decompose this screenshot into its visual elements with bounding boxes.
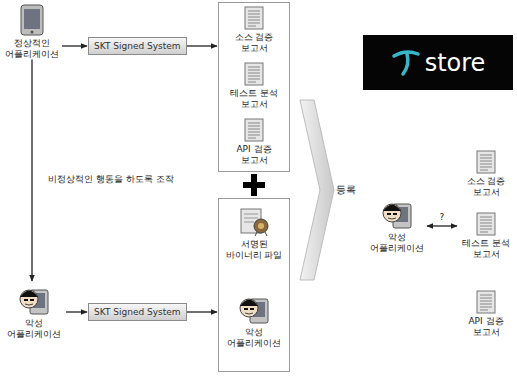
report-group-box: 소스 검증 보고서테스트 분석 보고서 API 검증 보고서	[218, 2, 290, 172]
report-node: 테스트 분석 보고서	[223, 62, 285, 110]
report-document-icon	[476, 150, 496, 174]
signing-system-box: SKT Signed System	[88, 37, 187, 55]
report-node: API 검증 보고서	[223, 118, 285, 166]
node-text: 테스트 분석 보고서	[458, 238, 514, 260]
report-document-icon	[476, 290, 496, 314]
edge-label: 비정상적인 행동을 하도록 조작	[46, 174, 176, 185]
register-label: 등록	[336, 183, 356, 197]
node-text: SKT Signed System	[94, 41, 181, 52]
app-phone-icon	[19, 4, 45, 36]
report-node: 소스 검증 보고서	[223, 6, 285, 54]
node-text: API 검증 보고서	[458, 316, 514, 338]
report-document-icon	[476, 212, 496, 236]
report-document-icon	[244, 6, 264, 30]
connector-arrow	[66, 311, 87, 312]
node-text: 악성 어플리케이션	[2, 318, 66, 340]
connector-arrow	[31, 60, 32, 281]
signed-package-box: 서명된 바이너리 파일악성 어플리케이션	[218, 198, 290, 372]
signed-binary-icon	[238, 205, 270, 237]
node-text: SKT Signed System	[94, 307, 181, 318]
store-logo-box: store	[363, 35, 513, 90]
report-node: 테스트 분석 보고서	[458, 212, 514, 260]
node-text: store	[425, 51, 486, 75]
node-text: 악성 어플리케이션	[223, 327, 285, 349]
edge-label: ?	[438, 212, 447, 223]
plus-sign	[251, 174, 257, 196]
report-node: 소스 검증 보고서	[458, 150, 514, 198]
connector-arrow	[62, 45, 87, 46]
tstore-logo	[391, 47, 421, 77]
node-text: 소스 검증 보고서	[458, 176, 514, 198]
report-document-icon	[244, 118, 264, 142]
connector-arrow	[427, 225, 457, 226]
connector-arrow	[187, 311, 217, 312]
app-node: 정상적인 어플리케이션	[2, 4, 62, 60]
malicious-app-icon	[236, 291, 272, 325]
node-text: API 검증 보고서	[223, 144, 285, 166]
node-text: 테스트 분석 보고서	[223, 88, 285, 110]
malicious-app-node: 악성 어플리케이션	[368, 196, 426, 254]
node-text: 악성 어플리케이션	[368, 232, 426, 254]
node-text: 서명된 바이너리 파일	[223, 239, 285, 261]
node-text: 소스 검증 보고서	[223, 32, 285, 54]
register-chevron	[300, 100, 334, 280]
malicious-app-node: 악성 어플리케이션	[223, 291, 285, 349]
malicious-app-node: 악성 어플리케이션	[2, 282, 66, 340]
report-node: API 검증 보고서	[458, 290, 514, 338]
signing-system-box: SKT Signed System	[88, 303, 187, 321]
malicious-app-icon	[16, 282, 52, 316]
malicious-app-icon	[379, 196, 415, 230]
node-text: 정상적인 어플리케이션	[2, 38, 62, 60]
signed-binary-node: 서명된 바이너리 파일	[223, 205, 285, 261]
report-document-icon	[244, 62, 264, 86]
connector-arrow	[187, 45, 217, 46]
